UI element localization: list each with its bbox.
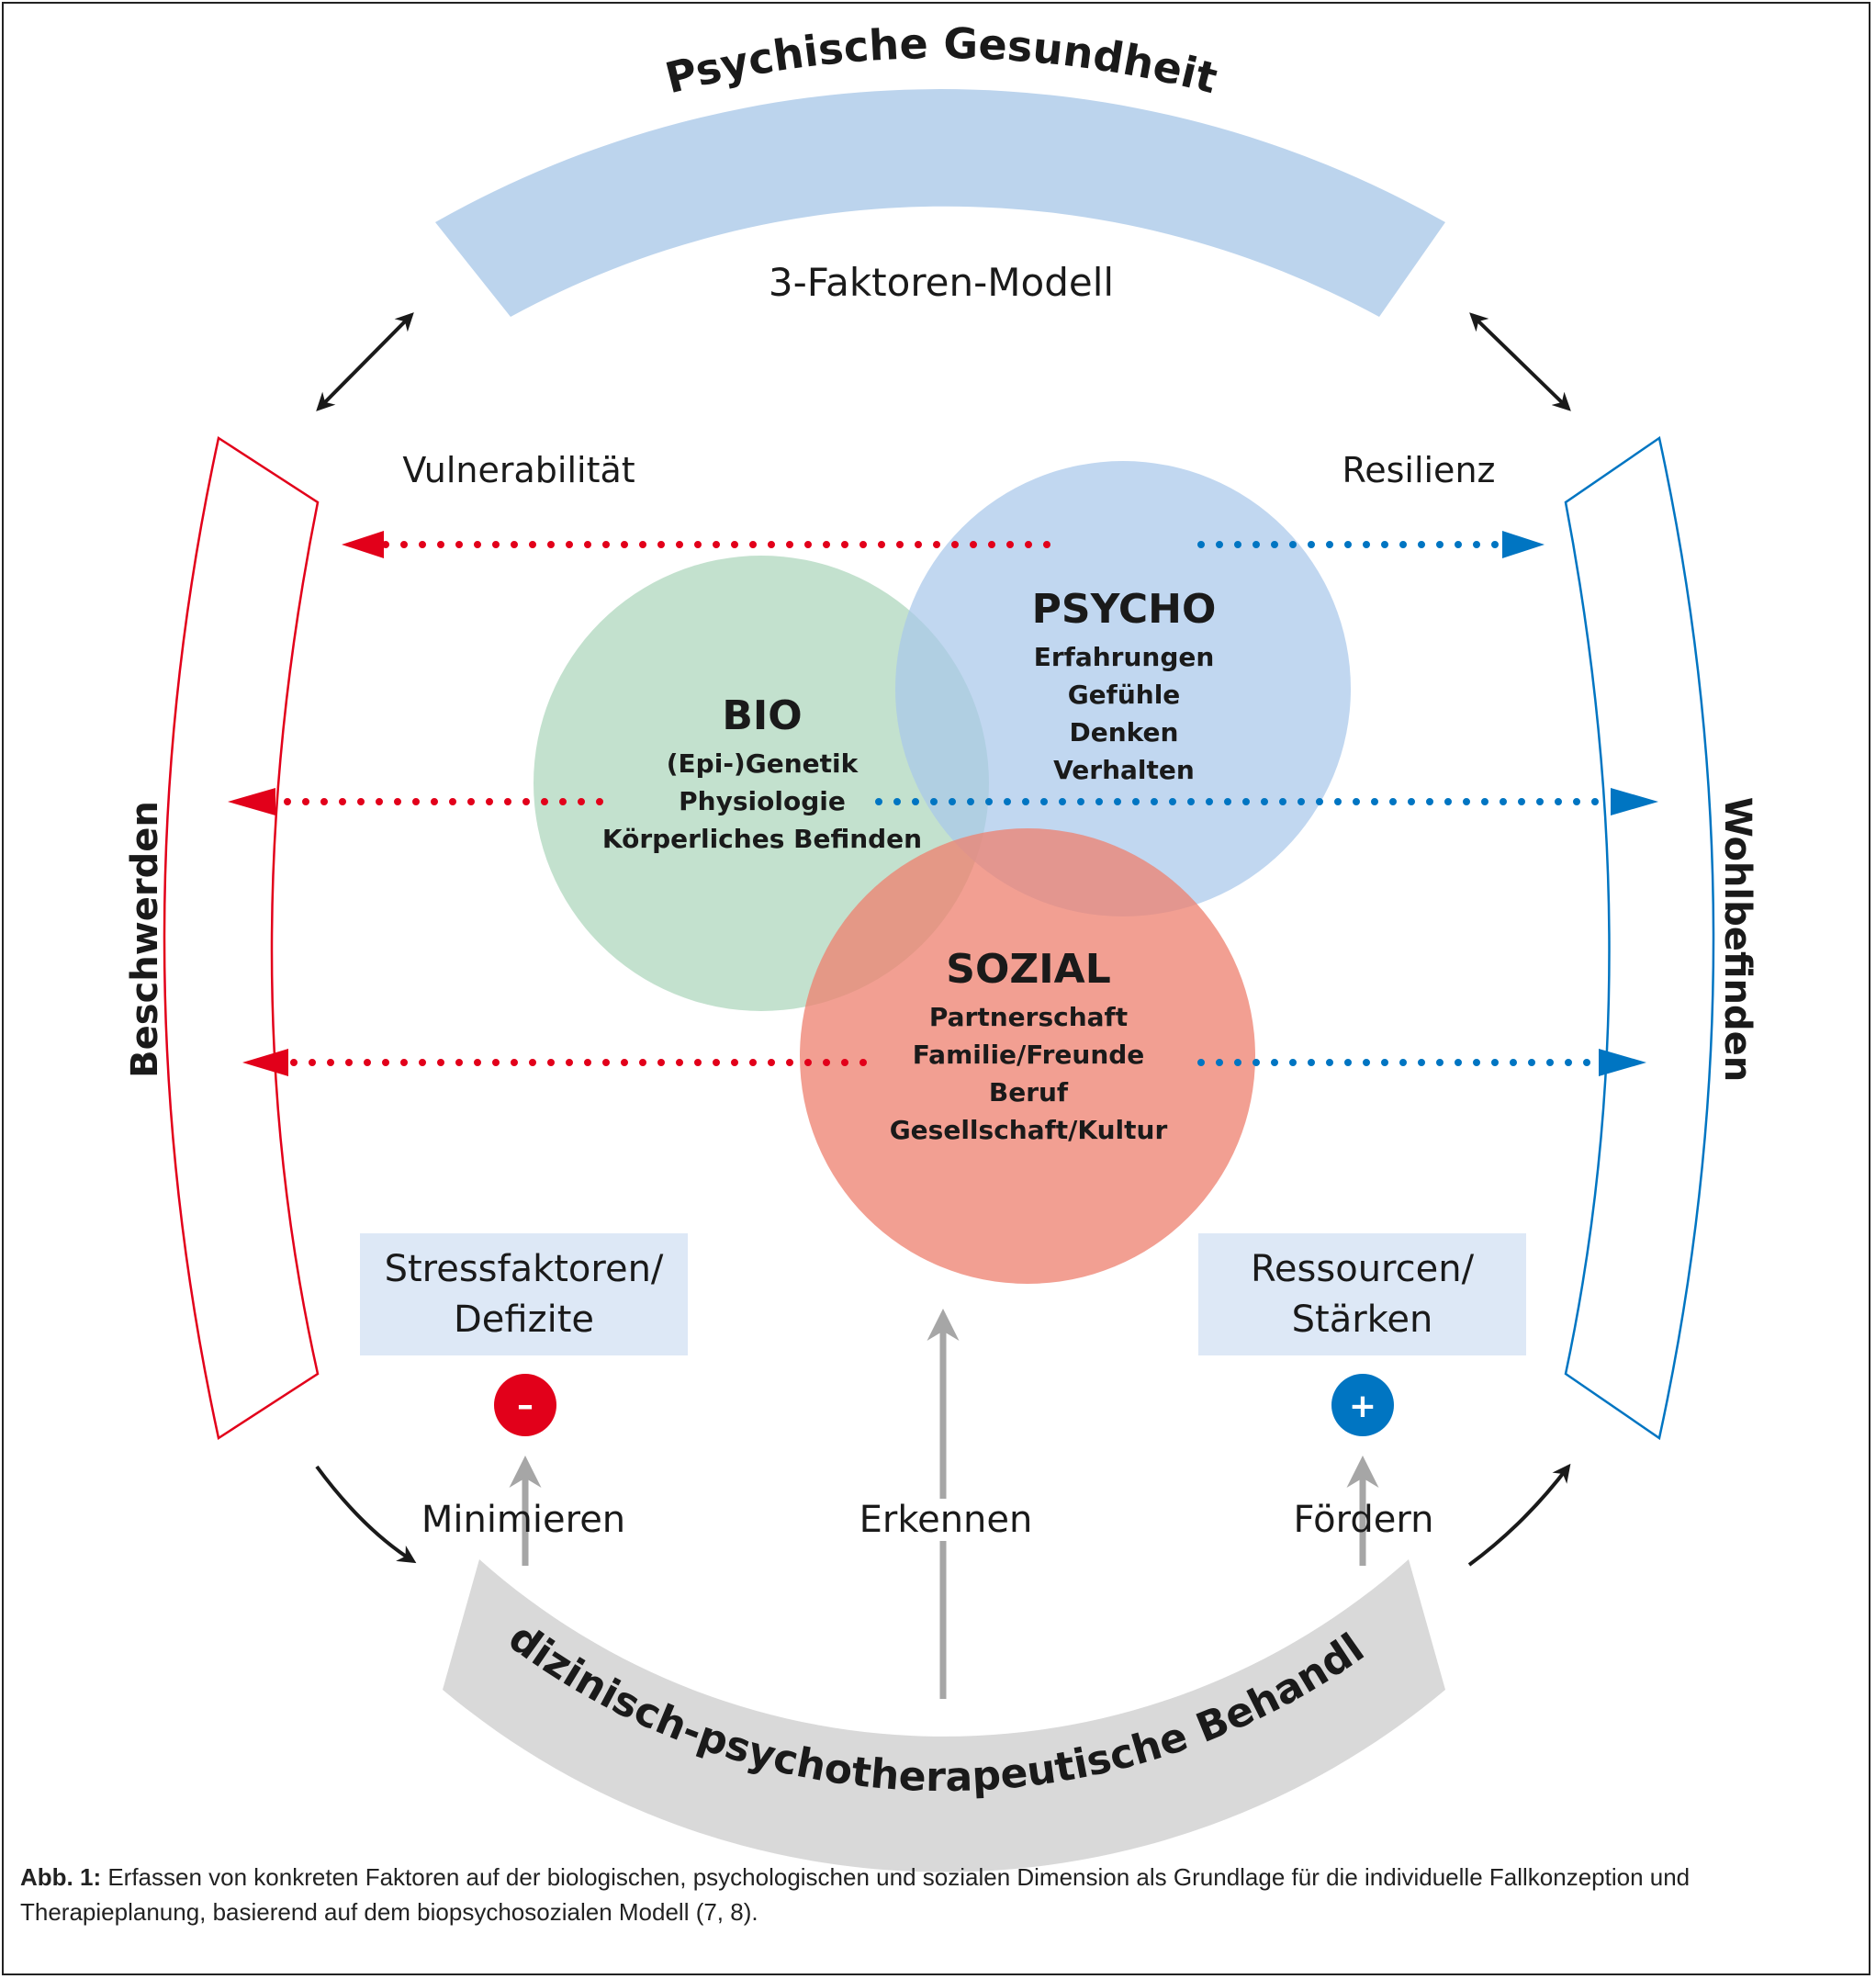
arrowhead-blue-bottom [1599, 1049, 1646, 1076]
bottom-left-curved-arrow [315, 1465, 417, 1564]
sozial-line: Gesellschaft/Kultur [889, 1115, 1168, 1145]
bottom-arc-band [443, 1559, 1445, 1872]
psycho-text-group: PSYCHO Erfahrungen Gefühle Denken Verhal… [940, 586, 1308, 789]
resource-box-label: Ressourcen/ Stärken [1198, 1244, 1526, 1345]
psycho-line: Verhalten [1053, 755, 1195, 785]
left-bracket [163, 435, 320, 1441]
bio-line: Körperliches Befinden [601, 824, 923, 854]
psycho-line: Denken [1069, 717, 1179, 748]
resource-box-line1: Ressourcen/ [1250, 1248, 1475, 1290]
bottom-right-curved-arrow [1467, 1463, 1571, 1567]
top-arc-band [435, 89, 1445, 317]
stress-box-label: Stressfaktoren/ Defizite [360, 1244, 688, 1345]
arrowhead-red-top [342, 531, 384, 558]
figure-caption: Abb. 1: Erfassen von konkreten Faktoren … [20, 1860, 1848, 1929]
sozial-title: SOZIAL [946, 946, 1111, 993]
resource-box [1198, 1233, 1526, 1355]
top-left-double-arrow [316, 312, 414, 411]
minus-symbol: – [517, 1387, 534, 1424]
arrowhead-red-bottom [242, 1049, 288, 1076]
minimize-label: Minimieren [421, 1499, 626, 1541]
psycho-title: PSYCHO [1031, 586, 1217, 633]
sozial-circle [800, 828, 1255, 1284]
bio-title: BIO [722, 692, 803, 739]
plus-badge [1331, 1374, 1394, 1436]
sozial-line: Familie/Freunde [912, 1040, 1145, 1070]
recognize-label: Erkennen [808, 1499, 1084, 1541]
model-title: 3-Faktoren-Modell [768, 260, 1115, 305]
bio-line: Physiologie [679, 786, 846, 816]
caption-text: Erfassen von konkreten Faktoren auf der … [20, 1863, 1691, 1926]
left-bracket-label: Beschwerden [124, 801, 166, 1078]
stress-box-line1: Stressfaktoren/ [384, 1248, 664, 1290]
right-bracket [1564, 435, 1715, 1441]
right-bracket-label: Wohlbefinden [1716, 796, 1758, 1083]
promote-label: Fördern [1293, 1499, 1434, 1541]
bio-text-group: BIO (Epi-)Genetik Physiologie Körperlich… [579, 692, 946, 858]
sozial-line: Beruf [988, 1077, 1069, 1108]
bio-line: (Epi-)Genetik [666, 748, 859, 779]
resource-box-line2: Stärken [1291, 1299, 1433, 1341]
psycho-line: Gefühle [1067, 680, 1181, 710]
resilience-label: Resilienz [1342, 450, 1496, 490]
arrowhead-blue-top [1502, 531, 1545, 558]
sozial-text-group: SOZIAL Partnerschaft Familie/Freunde Ber… [845, 946, 1212, 1149]
psycho-line: Erfahrungen [1033, 642, 1215, 672]
minus-badge [494, 1374, 556, 1436]
caption-label: Abb. 1: [20, 1863, 102, 1891]
plus-symbol: + [1349, 1388, 1376, 1425]
sozial-line: Partnerschaft [928, 1002, 1129, 1032]
arrowhead-red-middle [228, 788, 275, 815]
vulnerability-label: Vulnerabilität [402, 450, 635, 490]
stress-box [360, 1233, 688, 1355]
top-right-double-arrow [1469, 312, 1571, 411]
stress-box-line2: Defizite [453, 1299, 594, 1341]
arrowhead-blue-middle [1611, 788, 1658, 815]
